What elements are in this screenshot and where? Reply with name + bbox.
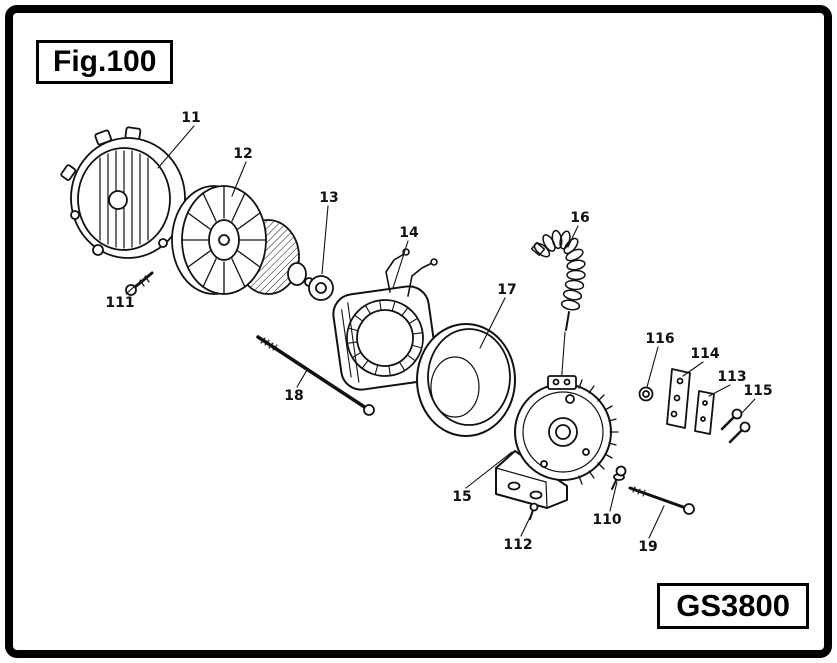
part-116-nut (638, 386, 654, 402)
part-label-13: 13 (319, 190, 338, 206)
part-17-housing-ring (416, 323, 516, 437)
stator-lead-wires (385, 248, 438, 297)
part-label-16: 16 (570, 210, 589, 226)
part-114-bracket-plate (666, 368, 691, 429)
figure-title: Fig.100 (53, 45, 157, 78)
part-label-110: 110 (592, 512, 621, 528)
figure-title-box: Fig.100 (36, 40, 174, 84)
model-number-box: GS3800 (657, 583, 809, 629)
leader-113 (708, 384, 731, 397)
part-label-114: 114 (690, 346, 719, 362)
part-112-screw (529, 502, 539, 520)
part-label-18: 18 (284, 388, 303, 404)
leader-111 (125, 284, 137, 295)
leader-lines (125, 125, 756, 539)
leader-116 (646, 346, 659, 388)
part-label-113: 113 (717, 369, 746, 385)
part-label-11: 11 (181, 110, 200, 126)
part-labels: 11 12 13 14 15 16 17 18 19 110 111 112 1… (105, 110, 772, 555)
part-label-15: 15 (452, 489, 471, 505)
part-label-12: 12 (233, 146, 252, 162)
part-111-screw (125, 271, 154, 296)
leader-114 (682, 361, 704, 377)
part-label-115: 115 (743, 383, 772, 399)
winding-slots (346, 299, 424, 377)
part-115-screws (720, 408, 751, 444)
part-12-fan (171, 185, 267, 295)
fan-blades (181, 185, 267, 295)
part-15-end-bracket (495, 375, 619, 509)
bracket-teeth (578, 379, 619, 485)
leader-11 (157, 125, 195, 169)
leader-112 (520, 512, 533, 537)
leader-12 (231, 161, 247, 197)
part-16-flexible-conduit (530, 229, 586, 387)
leader-14 (392, 240, 409, 289)
part-13-bearing (308, 275, 334, 301)
part-19-bolt (628, 486, 695, 515)
model-number: GS3800 (676, 588, 790, 623)
part-110-screw (611, 465, 627, 490)
leader-110 (609, 481, 618, 512)
part-label-19: 19 (638, 539, 657, 555)
part-label-17: 17 (497, 282, 516, 298)
leader-17 (479, 297, 506, 349)
leader-115 (740, 398, 756, 415)
part-label-116: 116 (645, 331, 674, 347)
part-113-small-plate (694, 390, 715, 435)
part-11-end-cover (60, 126, 186, 259)
part-label-111: 111 (105, 295, 134, 311)
part-14-stator (332, 248, 438, 391)
leader-13 (321, 205, 329, 275)
part-label-14: 14 (399, 225, 419, 241)
part-18-through-bolt (256, 335, 375, 416)
leader-16 (567, 225, 579, 248)
leader-15 (465, 451, 513, 489)
part-label-112: 112 (503, 537, 532, 553)
leader-18 (296, 369, 308, 388)
leader-19 (648, 505, 665, 539)
